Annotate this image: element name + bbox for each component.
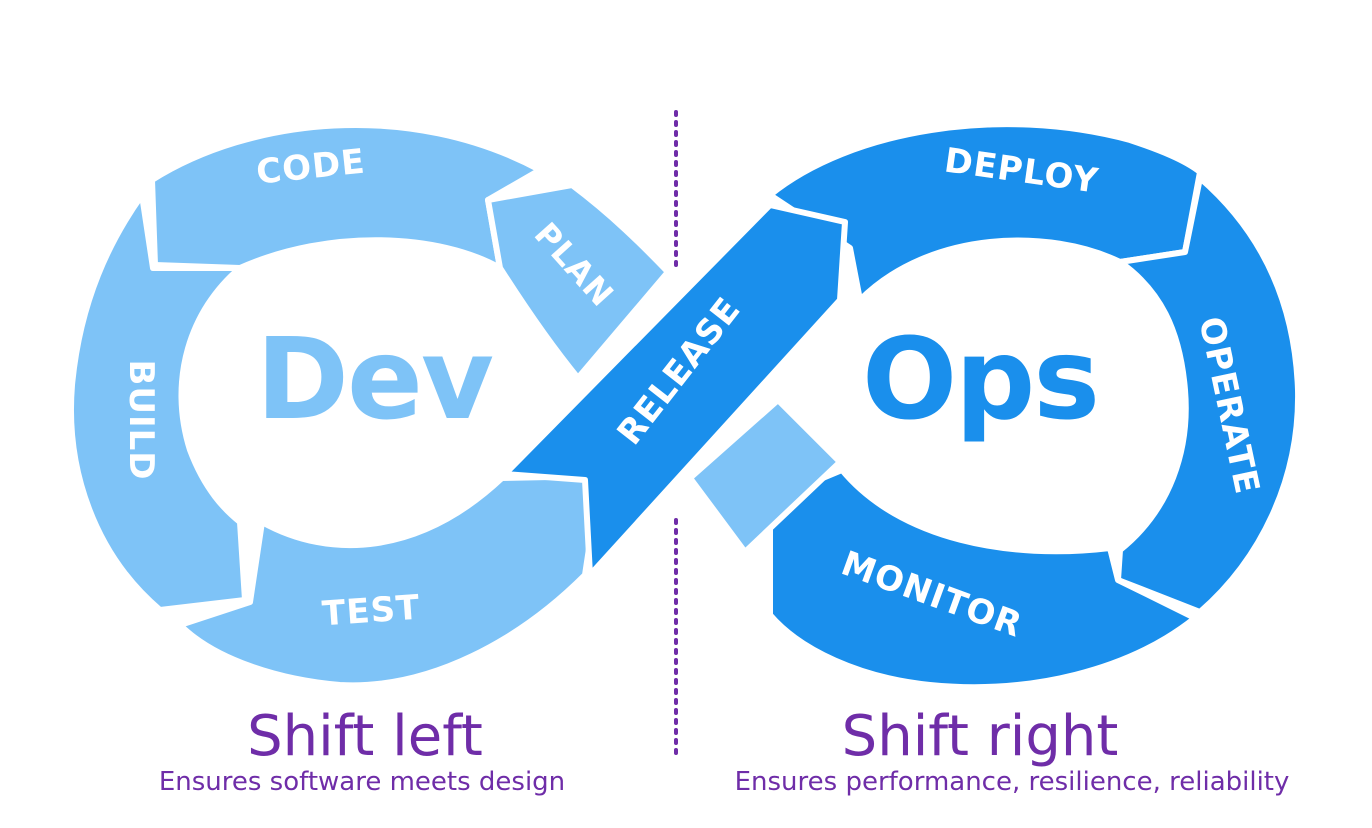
segment-monitor-notch: [687, 397, 843, 555]
shift-left-title: Shift left: [247, 704, 483, 769]
shift-right-subtitle: Ensures performance, resilience, reliabi…: [735, 767, 1290, 797]
segment-deploy: [767, 121, 1203, 303]
dev-loop: [68, 122, 671, 689]
ops-center-label: Ops: [862, 315, 1098, 445]
ops-loop: [687, 121, 1302, 691]
segment-monitor: [767, 467, 1198, 691]
segment-test: [177, 473, 603, 689]
label-build: BUILD: [121, 359, 161, 480]
shift-right-title: Shift right: [842, 704, 1119, 769]
segment-release: [502, 202, 848, 578]
segment-plan: [485, 182, 671, 381]
shift-left-subtitle: Ensures software meets design: [159, 767, 565, 797]
label-test: TEST: [321, 588, 422, 635]
segment-build: [68, 192, 248, 613]
dev-center-label: Dev: [256, 315, 493, 445]
segment-code: [149, 122, 543, 271]
segment-operate: [1115, 175, 1302, 615]
